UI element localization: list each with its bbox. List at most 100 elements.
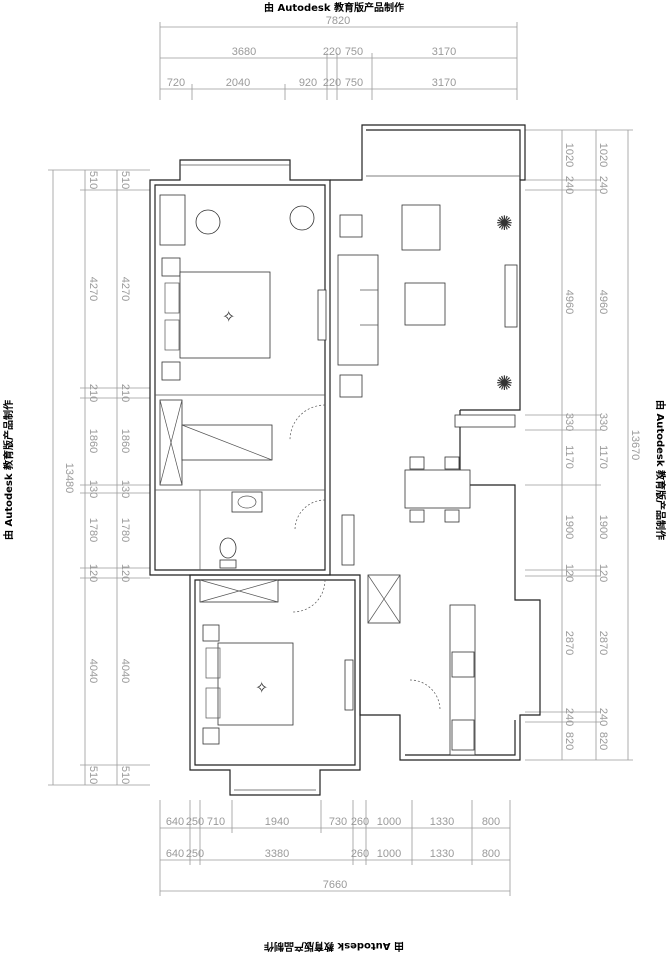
walls	[149, 124, 541, 796]
armchair	[401, 204, 441, 251]
dim-bottom-2-5: 1330	[430, 848, 454, 860]
dim-left-segment: 1860	[119, 429, 131, 453]
dim-right-segment: 1900	[597, 515, 609, 539]
left-dimensions: 13480	[48, 169, 150, 786]
dim-bottom-2-4: 1000	[377, 848, 401, 860]
dim-bottom-2-1: 250	[186, 848, 204, 860]
dim-top-2-3: 3170	[432, 46, 456, 58]
dim-top-overall: 7820	[326, 15, 350, 27]
armchair	[195, 209, 221, 235]
dim-right-segment: 330	[563, 413, 575, 431]
dim-top-3-0: 720	[167, 77, 185, 89]
dim-top-2-1: 220	[323, 46, 341, 58]
dim-left-segment: 1780	[87, 518, 99, 542]
chair	[409, 456, 425, 470]
dim-right-segment: 820	[597, 732, 609, 750]
dim-bottom-1-2: 710	[207, 816, 225, 828]
dim-bottom-2-3: 260	[351, 848, 369, 860]
chair	[444, 509, 460, 523]
nightstand	[202, 727, 220, 745]
dim-bottom-1-7: 1330	[430, 816, 454, 828]
dim-bottom-1-8: 800	[482, 816, 500, 828]
wardrobe	[159, 194, 186, 246]
dim-bottom-2-6: 800	[482, 848, 500, 860]
dim-top-2-2: 750	[345, 46, 363, 58]
dim-left-segment: 120	[87, 564, 99, 582]
side-table	[339, 214, 363, 238]
top-dimensions: 7820 3680 220 750 3170 720 2040 920 220 …	[159, 15, 518, 100]
toilet	[219, 537, 237, 559]
dim-left-segment: 120	[119, 564, 131, 582]
dim-top-3-3: 220	[323, 77, 341, 89]
dim-bottom-overall: 7660	[323, 879, 347, 891]
dim-right-segment: 4960	[563, 290, 575, 314]
side-table	[339, 374, 363, 398]
dim-right-segment: 2870	[563, 631, 575, 655]
dim-top-3-2: 920	[299, 77, 317, 89]
bed	[179, 271, 271, 359]
watermark-top: 由 Autodesk 教育版产品制作	[264, 1, 404, 14]
cabinet	[454, 414, 516, 428]
sofa	[337, 254, 379, 366]
dim-left-segment: 510	[87, 171, 99, 189]
dim-right-segment: 240	[563, 708, 575, 726]
dim-right-segment: 1170	[597, 445, 609, 469]
dim-right-segment: 1020	[597, 143, 609, 167]
dim-bottom-1-6: 1000	[377, 816, 401, 828]
living-room: ✺ ✺	[337, 204, 518, 428]
dim-right-segment: 4960	[597, 290, 609, 314]
dim-left-segment: 4040	[119, 659, 131, 683]
bottom-dimensions: 640 250 710 1940 730 260 1000 1330 800 6…	[159, 800, 511, 896]
bed	[217, 642, 294, 726]
dim-left-segment: 1780	[119, 518, 131, 542]
dim-bottom-1-5: 260	[351, 816, 369, 828]
armchair	[289, 205, 315, 231]
nightstand	[161, 361, 181, 381]
bed-decor-icon: ✧	[222, 309, 235, 326]
dim-right-overall: 13670	[629, 430, 641, 461]
dim-left-segment: 510	[119, 766, 131, 784]
nightstand	[202, 624, 220, 642]
plant-icon: ✺	[496, 213, 513, 235]
dim-left-segment: 510	[87, 766, 99, 784]
bedroom-2: ✧	[199, 579, 354, 745]
plant-icon: ✺	[496, 373, 513, 395]
dim-left-segment: 130	[119, 480, 131, 498]
watermark-left: 由 Autodesk 教育版产品制作	[2, 400, 15, 540]
dim-right-segment: 330	[597, 413, 609, 431]
nightstand	[161, 257, 181, 277]
dim-right-segment: 2870	[597, 631, 609, 655]
dining-kitchen	[341, 456, 476, 756]
tv-cabinet	[317, 289, 327, 341]
dim-right-segment: 120	[597, 564, 609, 582]
dim-bottom-1-3: 1940	[265, 816, 289, 828]
dim-right-segment: 120	[563, 564, 575, 582]
coffee-table	[404, 282, 446, 326]
bed-decor-icon: ✧	[255, 680, 268, 697]
tv-cabinet	[344, 659, 354, 711]
bedroom-1: ✧	[159, 194, 327, 381]
dim-top-2-0: 3680	[232, 46, 256, 58]
dim-left-segment: 1860	[87, 429, 99, 453]
dim-right-segment: 240	[597, 708, 609, 726]
dim-left-segment: 4040	[87, 659, 99, 683]
cabinet	[341, 514, 355, 566]
watermark-right: 由 Autodesk 教育版产品制作	[654, 400, 667, 540]
sink	[451, 651, 475, 678]
dim-top-3-1: 2040	[226, 77, 250, 89]
dim-left-segment: 510	[119, 171, 131, 189]
dim-top-3-4: 750	[345, 77, 363, 89]
right-dimensions: 13670	[525, 129, 641, 761]
dim-left-segment: 4270	[87, 277, 99, 301]
stove	[451, 719, 475, 751]
dim-top-3-5: 3170	[432, 77, 456, 89]
dim-right-segment: 1900	[563, 515, 575, 539]
dim-left-overall: 13480	[63, 463, 75, 494]
dim-bottom-2-0: 640	[166, 848, 184, 860]
watermark-bottom: 由 Autodesk 教育版产品制作	[264, 940, 404, 953]
dim-bottom-2-2: 3380	[265, 848, 289, 860]
dim-right-segment: 1020	[563, 143, 575, 167]
dim-bottom-1-4: 730	[329, 816, 347, 828]
